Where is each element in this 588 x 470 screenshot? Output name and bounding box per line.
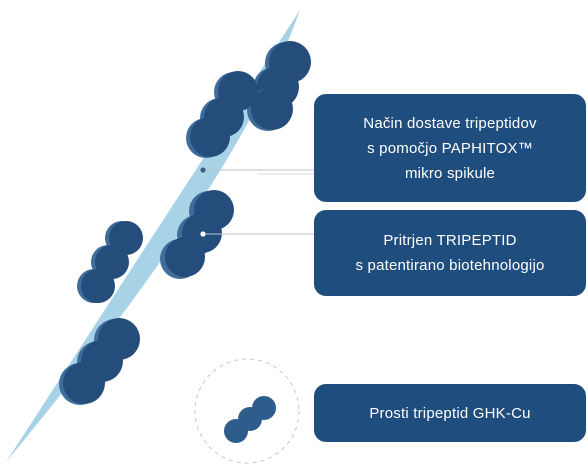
spicule-delivery-label: Način dostave tripeptidov s pomočjo PAPH… (314, 94, 586, 202)
tripeptid-label-line-2: s patentirano biotehnologijo (355, 257, 545, 274)
spicule-label-line-2: s pomočjo PAPHITOX™ (367, 139, 533, 157)
free-tripeptide-label: Prosti tripeptid GHK-Cu (314, 384, 586, 442)
attached-tripeptide-label: Pritrjen TRIPEPTID s patentirano biotehn… (314, 210, 586, 296)
spicule-connector (200, 167, 318, 175)
spicule-label-line-1: Način dostave tripeptidov (363, 114, 537, 132)
spicule-label-line-3: mikro spikule (404, 164, 496, 182)
free-tripeptide (194, 358, 300, 464)
tripeptid-connector (200, 231, 318, 237)
ghk-label-line-1: Prosti tripeptid GHK-Cu (369, 404, 531, 422)
tripeptide-cluster (77, 221, 143, 303)
tripeptid-label-line-1: Pritrjen TRIPEPTID (383, 232, 517, 249)
tripeptide-cluster (186, 71, 258, 158)
tripeptide-cluster (247, 41, 311, 131)
tripeptide-cluster (59, 318, 140, 405)
